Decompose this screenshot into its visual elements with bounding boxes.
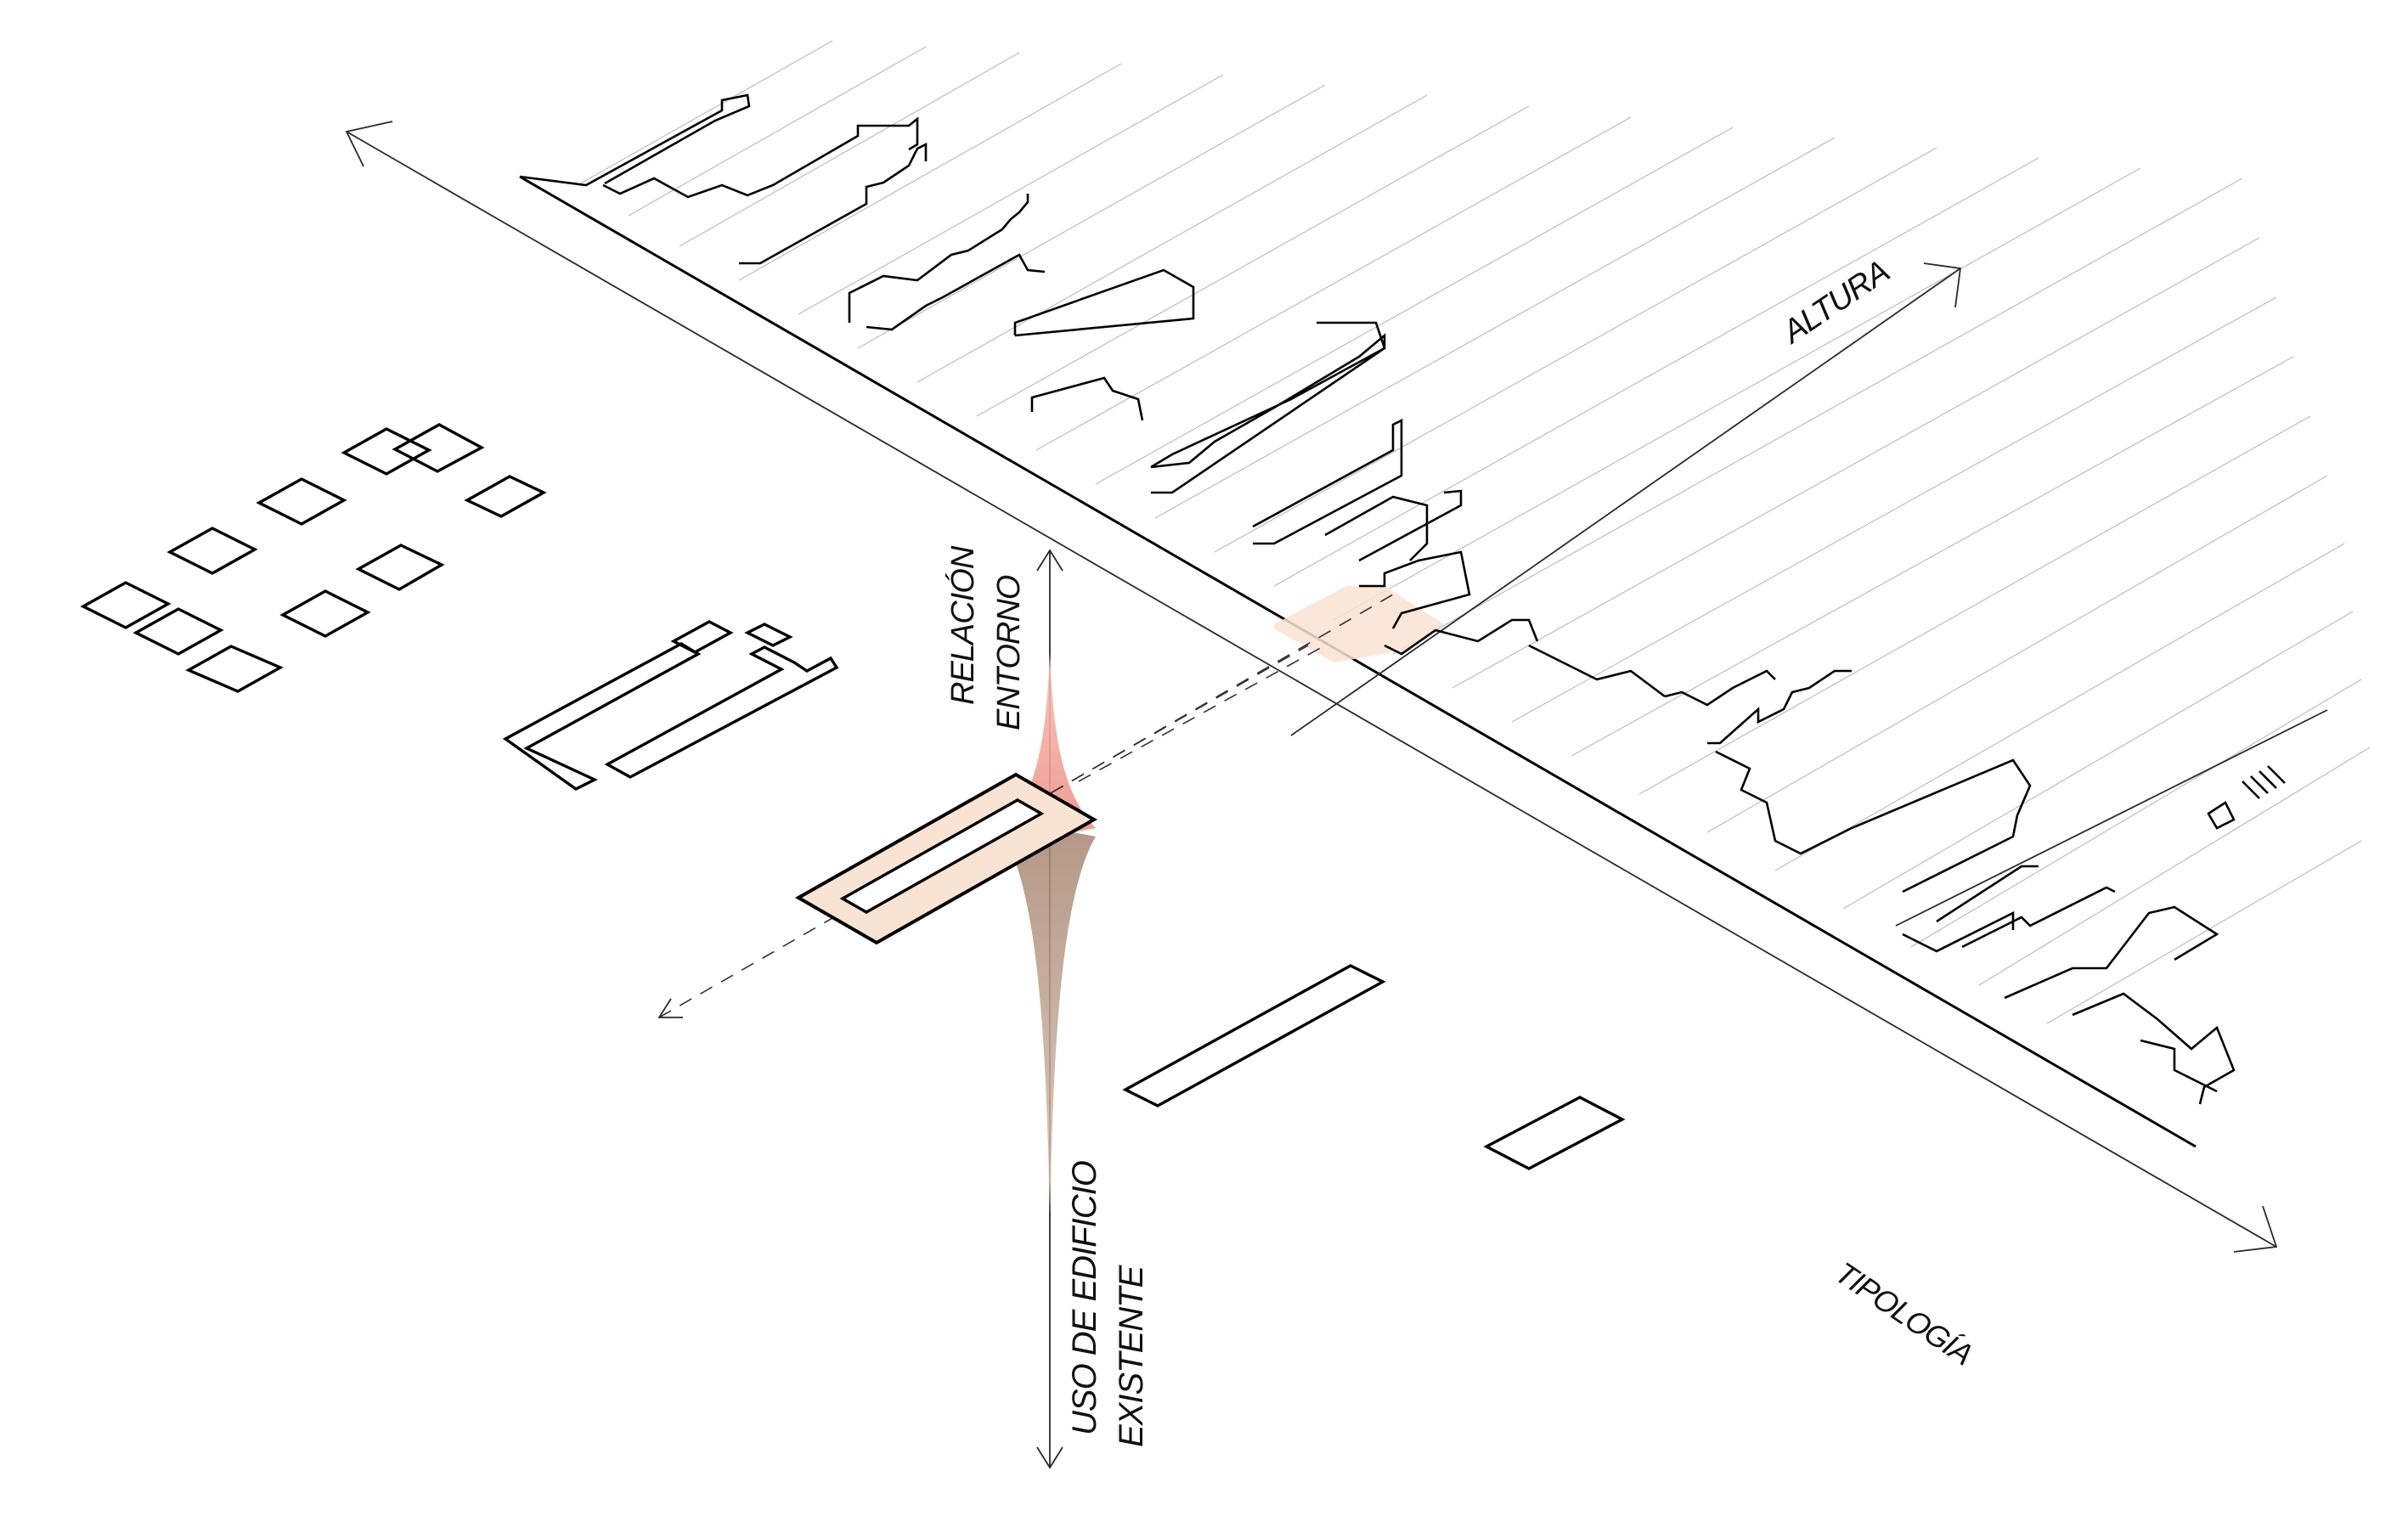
relacion-spike: [1004, 654, 1096, 837]
relacion-label-line1: RELACIÓN: [945, 545, 981, 705]
footprint-l-shapes: [502, 620, 839, 791]
tipologia-axis: [345, 121, 2278, 1253]
uso-label-line2: EXISTENTE: [1113, 1264, 1150, 1447]
axis-intersection-highlight: [1274, 586, 1444, 662]
tipologia-label: TIPOLOGÍA: [1830, 1255, 1979, 1372]
altura-label: ALTURA: [1775, 254, 1896, 352]
relacion-label-line2: ENTORNO: [991, 575, 1027, 730]
altura-axis: [1290, 262, 2328, 927]
selected-building-footprint: [794, 772, 1098, 945]
footprint-bars-lower: [1122, 964, 1626, 1170]
skyline-profiles: [519, 93, 2286, 1105]
uso-relacion-axis: [1004, 549, 1096, 1469]
height-guide-lines: [577, 40, 2371, 1024]
footprint-grid-small: [80, 423, 547, 693]
uso-spike: [1004, 828, 1096, 1214]
uso-label-line1: USO DE EDIFICIO: [1066, 1161, 1103, 1435]
